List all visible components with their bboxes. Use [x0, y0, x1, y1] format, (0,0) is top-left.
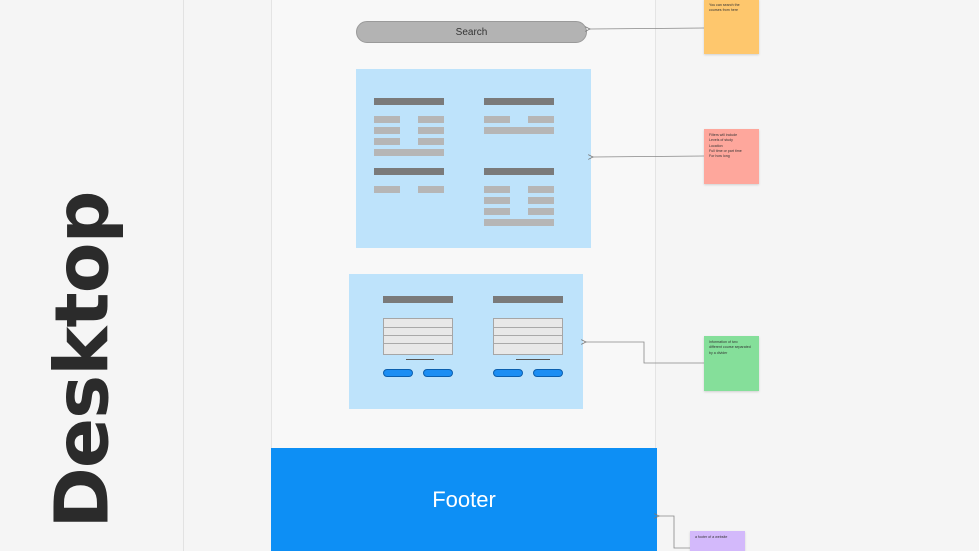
sticky-note-filters: Filters will include Levels of study Loc…: [704, 129, 759, 184]
courses-note-arrow: [586, 342, 704, 364]
filter-option-placeholder: [484, 197, 510, 204]
courses-panel: [349, 274, 583, 409]
course-title-placeholder: [383, 296, 453, 303]
course-info-table: [383, 318, 453, 355]
filter-option-placeholder: [374, 186, 400, 193]
filter-option-placeholder: [528, 208, 554, 215]
search-note-arrow: [590, 28, 705, 29]
course-divider: [406, 359, 434, 360]
filter-option-placeholder: [418, 138, 444, 145]
filter-heading-placeholder: [484, 98, 554, 105]
footer-block: Footer: [271, 448, 657, 551]
sticky-note-courses: Information of two different course sepa…: [704, 336, 759, 391]
filter-option-placeholder: [528, 197, 554, 204]
sticky-note-search: You can search the courses from here: [704, 0, 759, 54]
filters-note-arrow: [593, 156, 705, 157]
filter-option-placeholder: [484, 127, 554, 134]
filter-option-placeholder: [528, 116, 554, 123]
filter-option-placeholder: [374, 149, 444, 156]
filter-option-placeholder: [374, 127, 400, 134]
filter-option-placeholder: [484, 219, 554, 226]
sticky-note-footer: a footer of a website: [690, 531, 745, 551]
filter-option-placeholder: [484, 186, 510, 193]
course-action-button[interactable]: [493, 369, 523, 377]
filter-option-placeholder: [418, 186, 444, 193]
course-info-table: [493, 318, 563, 355]
course-action-button[interactable]: [533, 369, 563, 377]
filter-option-placeholder: [418, 127, 444, 134]
filter-option-placeholder: [374, 116, 400, 123]
course-action-button[interactable]: [383, 369, 413, 377]
course-title-placeholder: [493, 296, 563, 303]
filter-heading-placeholder: [484, 168, 554, 175]
canvas-guide-line: [183, 0, 184, 551]
filter-heading-placeholder: [374, 98, 444, 105]
filter-option-placeholder: [374, 138, 400, 145]
footer-label: Footer: [432, 486, 496, 512]
filter-option-placeholder: [528, 186, 554, 193]
filter-option-placeholder: [484, 208, 510, 215]
search-bar[interactable]: Search: [356, 21, 587, 43]
course-action-button[interactable]: [423, 369, 453, 377]
course-divider: [516, 359, 550, 360]
filter-option-placeholder: [418, 116, 444, 123]
filter-option-placeholder: [484, 116, 510, 123]
filters-panel: [356, 69, 591, 248]
filter-heading-placeholder: [374, 168, 444, 175]
footer-note-arrow: [659, 516, 690, 549]
